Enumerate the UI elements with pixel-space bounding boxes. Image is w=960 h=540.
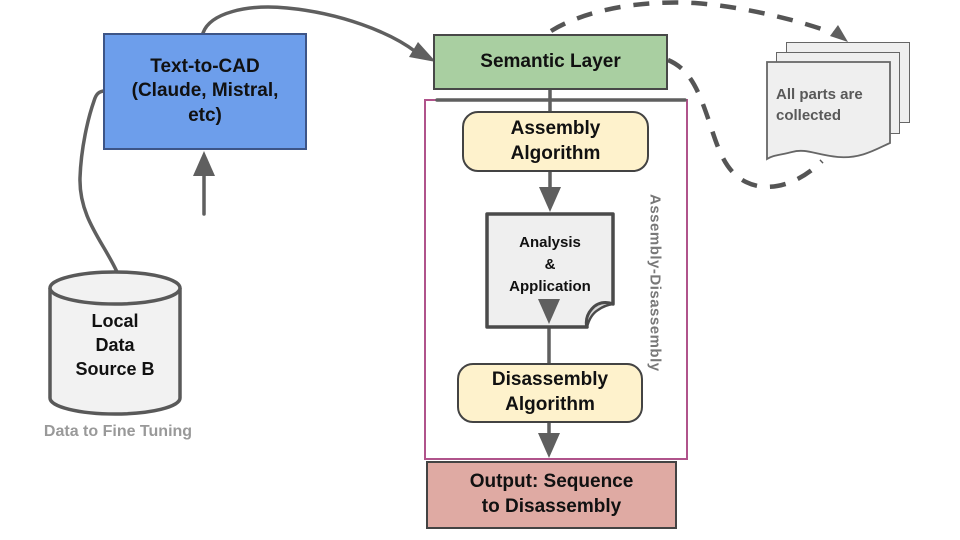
- data-to-fine-tuning-caption: Data to Fine Tuning: [43, 423, 193, 440]
- disassembly-algorithm-label: Disassembly Algorithm: [491, 369, 609, 415]
- assembly-disassembly-group-label: Assembly-Disassembly: [646, 194, 664, 372]
- semantic-layer-node: Semantic Layer: [433, 34, 668, 90]
- analysis-application-label-box: Analysis & Application: [486, 222, 614, 308]
- semantic-to-parts-dashed-connector: [549, 0, 841, 39]
- local-data-source-label-box: Local Data Source B: [50, 295, 180, 395]
- cylinder-body: [48, 288, 182, 416]
- database-cylinder-shape: [48, 270, 182, 416]
- text-to-cad-label: Text-to-CAD (Claude, Mistral, etc): [131, 56, 279, 126]
- input-to-texttocad-arrowhead: [193, 151, 215, 176]
- output-label: Output: Sequence to Disassembly: [469, 471, 634, 517]
- texttocad-to-semantic-arrowhead: [409, 42, 436, 62]
- disassembly-algorithm-node: Disassembly Algorithm: [457, 363, 643, 423]
- local-data-source-label: Local Data Source B: [75, 310, 155, 380]
- assembly-algorithm-node: Assembly Algorithm: [462, 111, 649, 172]
- analysis-application-label: Analysis & Application: [509, 234, 591, 295]
- assembly-algorithm-label: Assembly Algorithm: [510, 117, 601, 164]
- semantic-layer-label: Semantic Layer: [480, 51, 621, 72]
- analysis-note-shape: [485, 212, 615, 329]
- text-to-cad-node: Text-to-CAD (Claude, Mistral, etc): [103, 33, 307, 150]
- all-parts-collected-label: All parts are collected: [776, 86, 863, 124]
- analysis-note-fold-corner: [585, 301, 615, 329]
- semantic-to-parts-arrowhead: [830, 25, 848, 42]
- output-node: Output: Sequence to Disassembly: [426, 461, 677, 529]
